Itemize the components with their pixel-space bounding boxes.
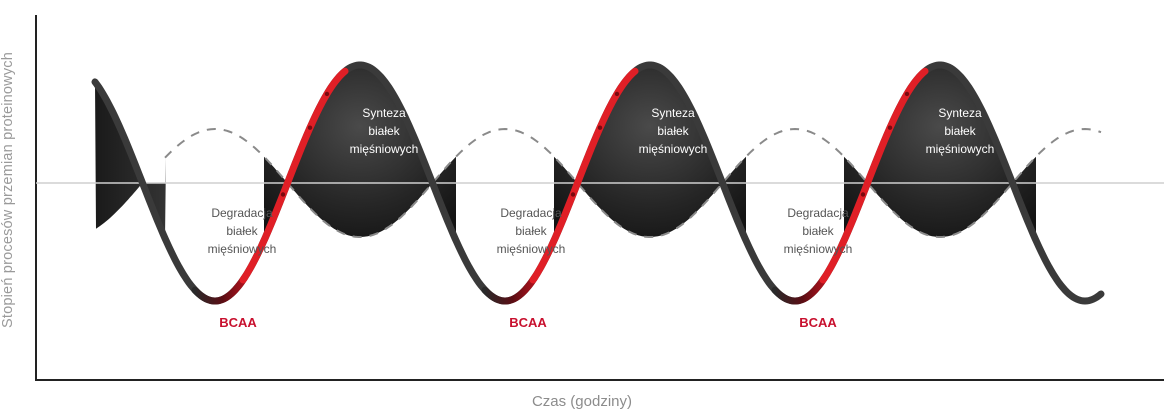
bcaa-segment [771,67,929,305]
bcaa-label: BCAA [219,315,257,330]
dashed-inverse-curve [164,127,1102,238]
synthesis-area [844,65,1036,241]
synthesis-area [264,65,456,241]
synthesis-area [554,65,746,241]
bcaa-segments [191,67,929,305]
bcaa-label: BCAA [799,315,837,330]
x-axis-label: Czas (godziny) [531,393,633,410]
bcaa-segment [481,67,639,305]
bcaa-segment [191,67,349,305]
bcaa-label: BCAA [509,315,547,330]
